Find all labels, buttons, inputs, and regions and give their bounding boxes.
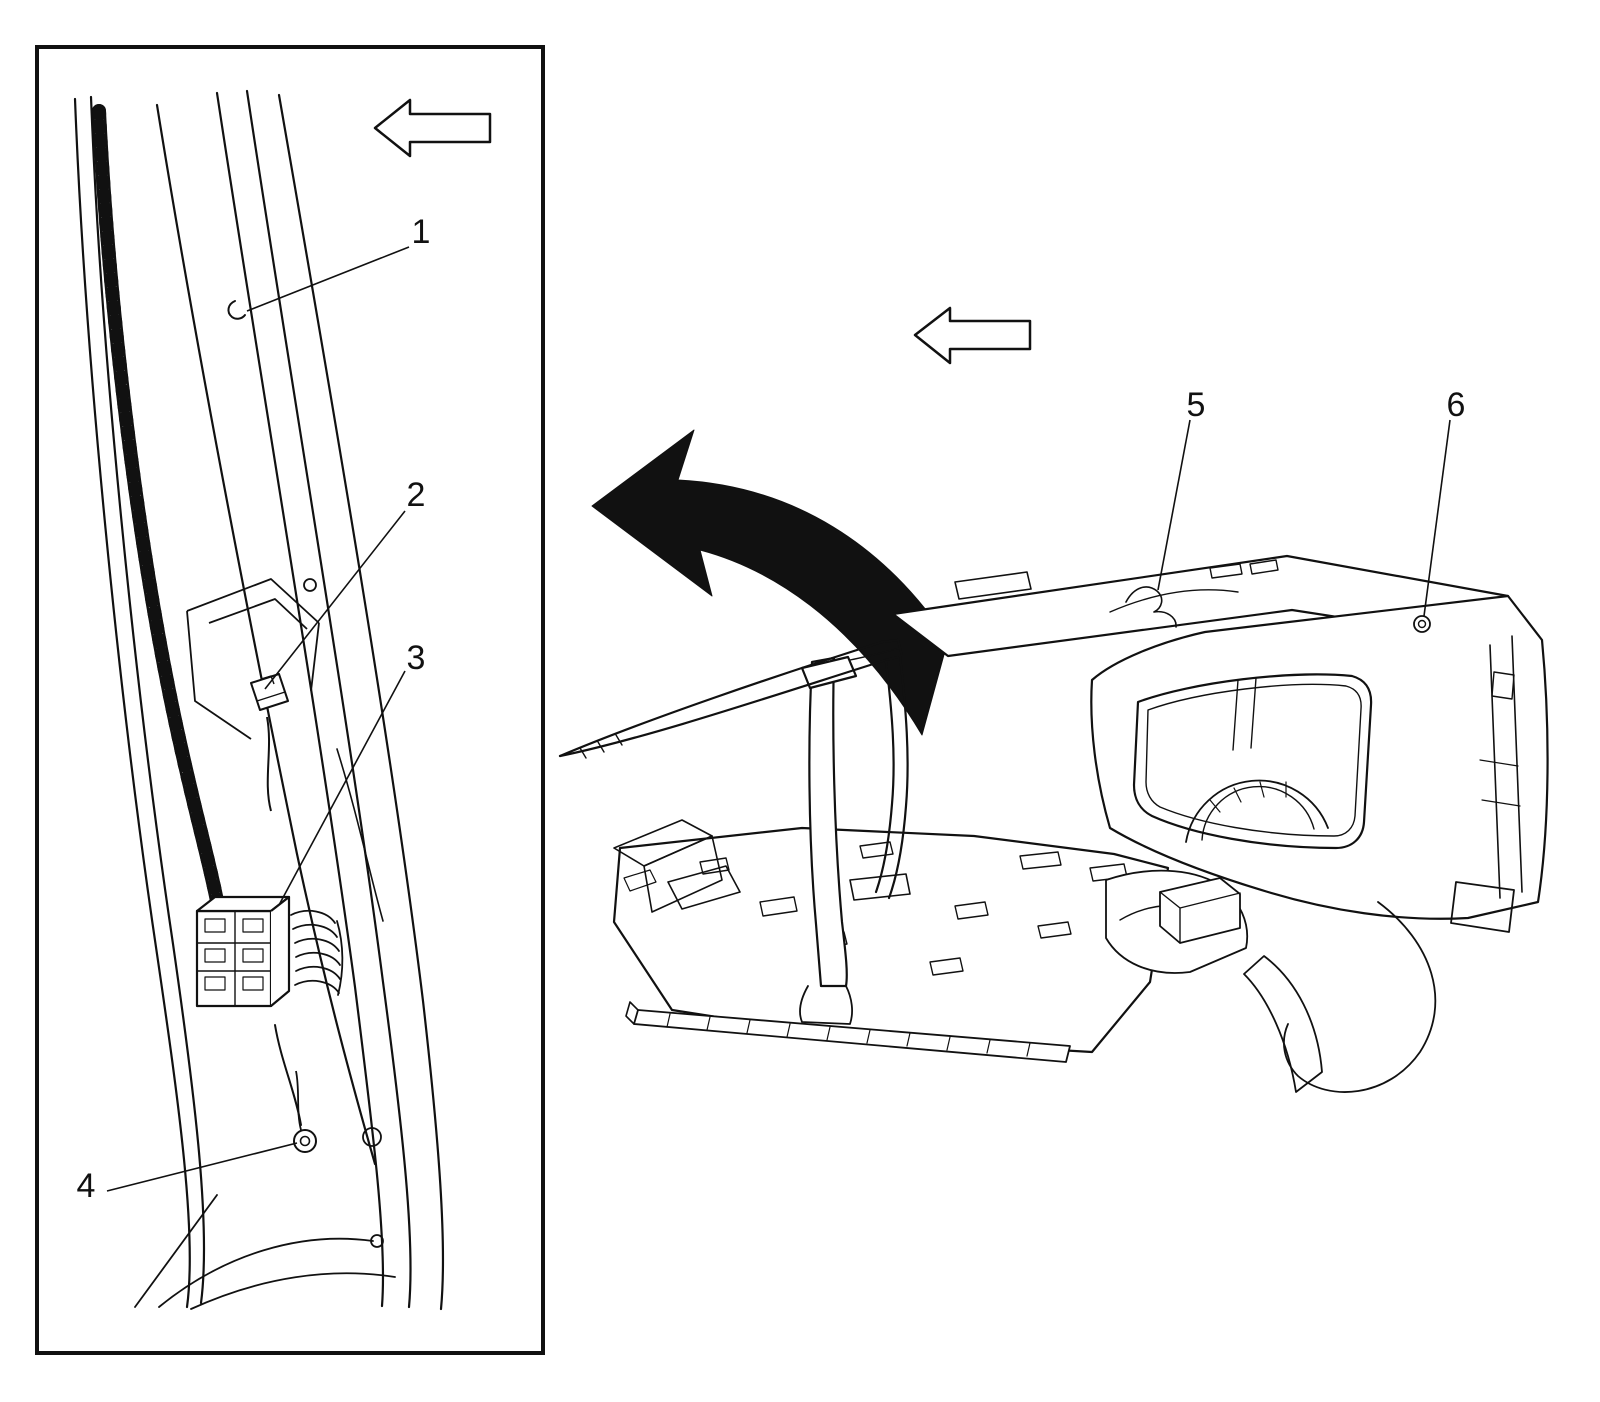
callout-5: 5: [1186, 386, 1206, 424]
callout-4: 4: [76, 1167, 96, 1205]
callout-leader-lines: [106, 246, 410, 1192]
pillar-detail-inset-frame: [35, 45, 545, 1355]
clip-1: [227, 300, 246, 320]
callout-1: 1: [411, 213, 431, 251]
callout-6: 6: [1446, 386, 1466, 424]
pillar-detail-drawing: [73, 89, 492, 1311]
connector-2: [250, 673, 289, 812]
wiring-harness: [92, 104, 302, 1126]
callout-leader-lines: [1157, 419, 1451, 617]
grommet-4: [293, 1070, 317, 1153]
left-direction-arrow-icon: [913, 306, 1032, 365]
left-direction-arrow-icon: [373, 98, 492, 158]
vehicle-body-shell: [558, 554, 1549, 1093]
connector-3-block: [195, 895, 291, 1008]
pillar-structure: [73, 89, 445, 1311]
callout-3: 3: [406, 639, 426, 677]
harness-convolute: [290, 909, 344, 996]
vehicle-overview-drawing: [558, 306, 1549, 1093]
callout-2: 2: [406, 476, 426, 514]
detail-zoom-arrow-icon: [591, 429, 949, 736]
pillar-bracket: [186, 578, 320, 740]
